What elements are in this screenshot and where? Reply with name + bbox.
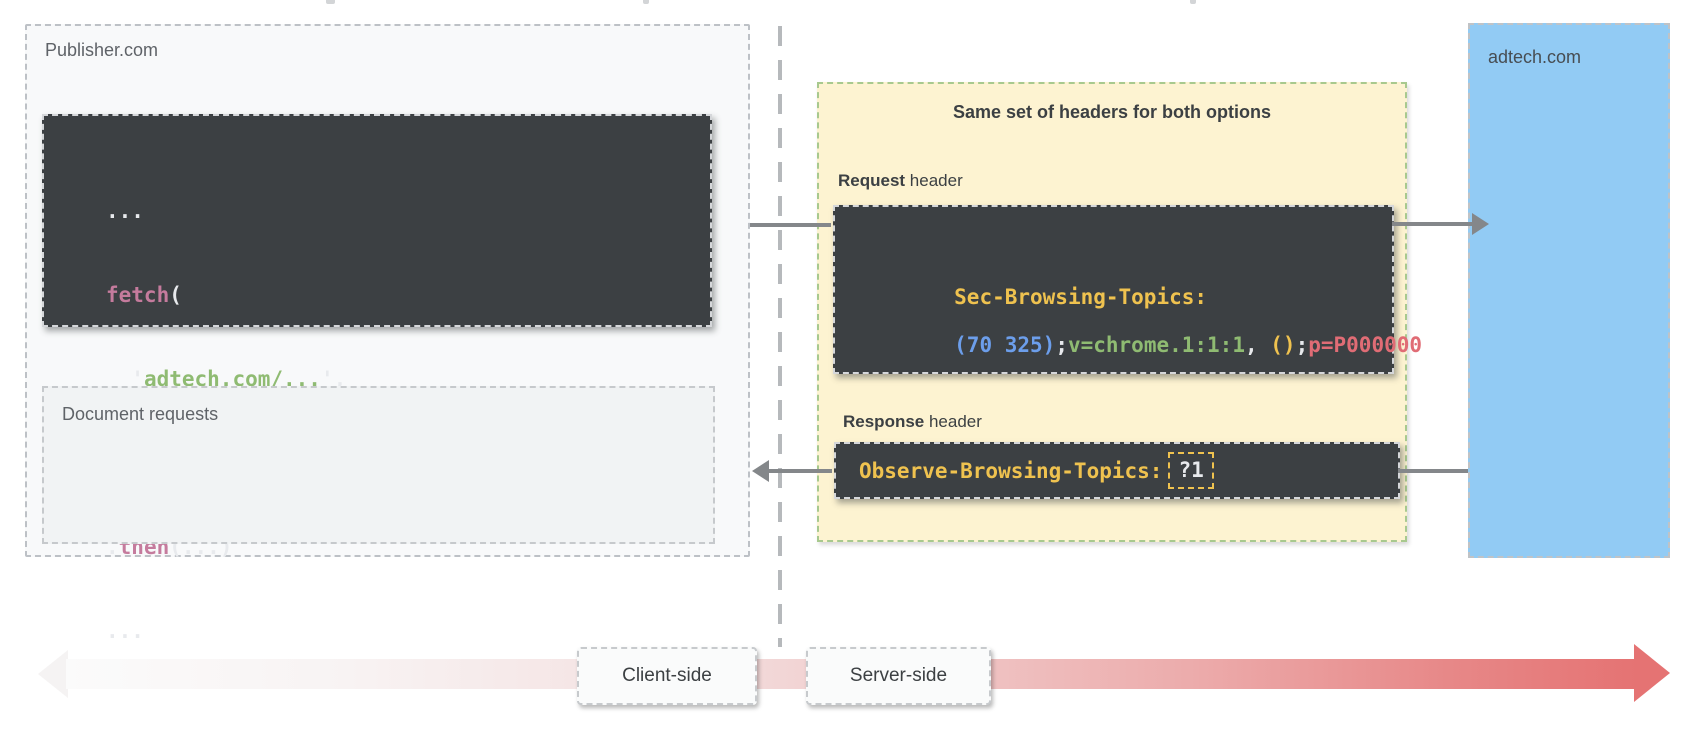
publisher-panel-label: Publisher.com — [45, 40, 159, 60]
adtech-to-response-line — [1398, 469, 1468, 473]
top-crop-artifact — [1190, 0, 1196, 4]
request-header-value: (70 325);v=chrome.1:1:1, ();p=P000000 — [954, 333, 1423, 357]
response-header-code: Observe-Browsing-Topics: ?1 — [859, 452, 1214, 489]
arrow-left-icon — [752, 460, 769, 482]
headers-panel-title: Same set of headers for both options — [952, 102, 1272, 122]
client-server-divider — [778, 26, 782, 647]
fetch-code-block: ... fetch( 'adtech.com/...', {browsingTo… — [42, 114, 712, 643]
timeline-arrow-right-icon — [1634, 644, 1670, 702]
publisher-panel: Publisher.com ... fetch( 'adtech.com/...… — [25, 24, 750, 643]
headers-panel: Same set of headers for both options Req… — [817, 82, 1422, 542]
timeline-arrow-left-icon — [38, 650, 68, 698]
adtech-panel-label: adtech.com — [1488, 47, 1582, 67]
request-to-adtech-line — [1392, 222, 1472, 226]
code-line: ... — [106, 619, 144, 643]
document-requests-label: Document requests — [62, 404, 219, 424]
top-crop-artifact — [643, 0, 649, 4]
fetch-request-connector — [750, 223, 831, 227]
response-value-chip: ?1 — [1168, 452, 1214, 489]
response-to-publisher-line — [769, 469, 832, 473]
top-crop-artifact — [326, 0, 335, 4]
response-header-block: Observe-Browsing-Topics: ?1 — [834, 442, 1400, 499]
client-side-label: Client-side — [622, 665, 712, 686]
server-side-chip: Server-side — [806, 647, 991, 705]
request-header-block: Sec-Browsing-Topics: (70 325);v=chrome.1… — [833, 205, 1422, 374]
request-header-name: Sec-Browsing-Topics: — [954, 285, 1208, 309]
response-header-label: Response header — [843, 412, 982, 431]
document-requests-panel: Document requests <iframe browsingtopics… — [42, 386, 715, 544]
request-header-label: Request header — [838, 171, 963, 190]
code-line: ... — [106, 199, 144, 223]
server-side-label: Server-side — [849, 665, 948, 686]
client-side-chip: Client-side — [577, 647, 757, 705]
code-line: fetch( — [106, 283, 182, 307]
adtech-panel: adtech.com — [1468, 23, 1670, 558]
arrow-right-icon — [1472, 213, 1489, 235]
